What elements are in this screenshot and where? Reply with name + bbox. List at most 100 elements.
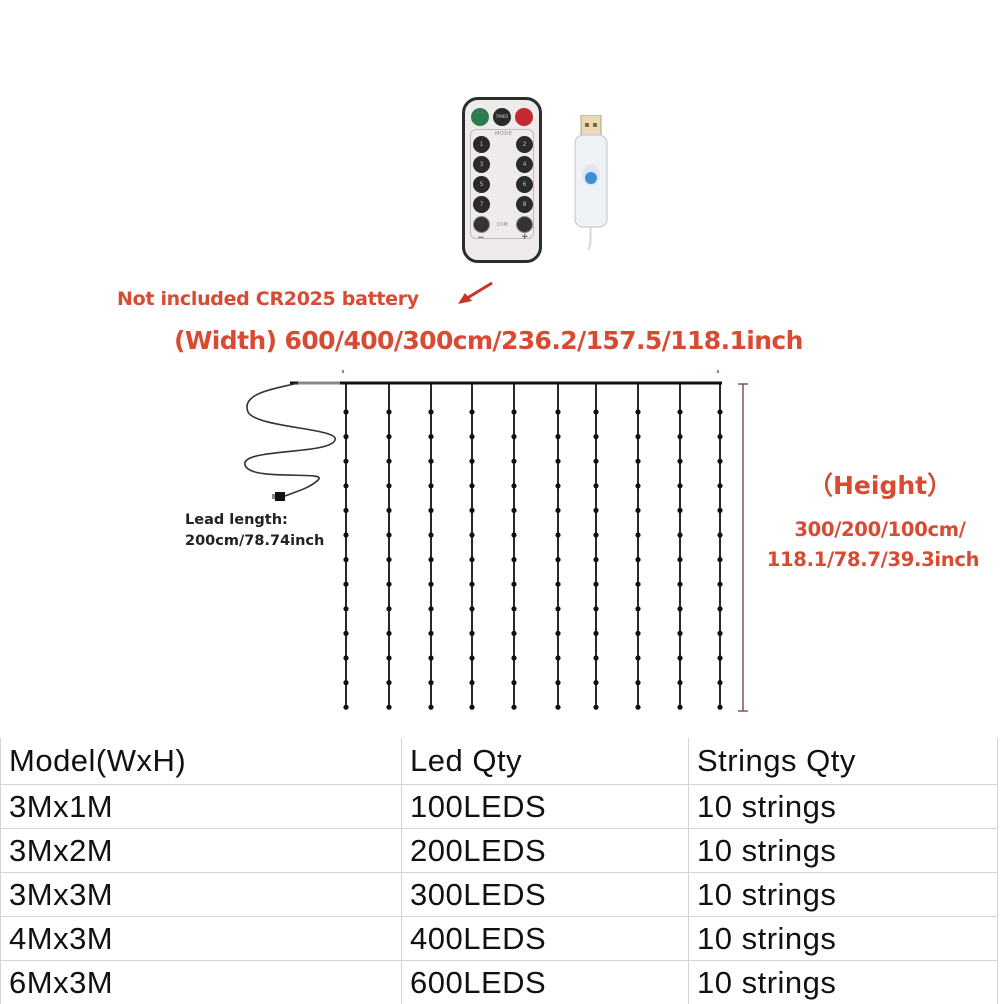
- led-string: [593, 384, 598, 710]
- led-bead-icon: [593, 655, 598, 660]
- led-bead-icon: [386, 459, 391, 464]
- led-bead-icon: [717, 434, 722, 439]
- led-string: [343, 384, 348, 710]
- lead-plug-icon: [275, 492, 285, 501]
- led-bead-icon: [717, 557, 722, 562]
- led-bead-icon: [386, 606, 391, 611]
- height-values-inch: 118.1/78.7/39.3inch: [748, 545, 998, 575]
- led-bead-icon: [469, 582, 474, 587]
- table-cell: 10 strings: [689, 961, 998, 1004]
- led-bead-icon: [677, 655, 682, 660]
- led-bead-icon: [555, 409, 560, 414]
- led-bead-icon: [593, 631, 598, 636]
- led-bead-icon: [677, 582, 682, 587]
- led-bead-icon: [469, 434, 474, 439]
- usb-button-icon: [585, 172, 597, 184]
- led-bead-icon: [717, 459, 722, 464]
- led-bead-icon: [593, 483, 598, 488]
- battery-note: Not included CR2025 battery: [117, 288, 419, 310]
- led-bead-icon: [717, 631, 722, 636]
- led-bead-icon: [386, 680, 391, 685]
- height-dimension-line: [738, 384, 748, 711]
- led-bead-icon: [343, 631, 348, 636]
- led-bead-icon: [343, 508, 348, 513]
- led-bead-icon: [343, 705, 348, 710]
- led-bead-icon: [511, 508, 516, 513]
- led-bead-icon: [469, 655, 474, 660]
- led-bead-icon: [635, 434, 640, 439]
- led-bead-icon: [593, 606, 598, 611]
- led-string: [717, 384, 722, 710]
- table-cell: 100LEDS: [402, 785, 689, 829]
- led-bead-icon: [511, 705, 516, 710]
- led-bead-icon: [635, 655, 640, 660]
- table-cell: 10 strings: [689, 785, 998, 829]
- led-bead-icon: [428, 680, 433, 685]
- table-header-cell: Led Qty: [402, 738, 689, 785]
- remote-dim-minus-icon: [473, 216, 490, 233]
- led-bead-icon: [511, 606, 516, 611]
- table-cell: 200LEDS: [402, 829, 689, 873]
- led-bead-icon: [635, 606, 640, 611]
- led-string: [511, 384, 516, 710]
- led-bead-icon: [386, 655, 391, 660]
- led-string: [469, 384, 474, 710]
- led-bead-icon: [717, 582, 722, 587]
- led-bead-icon: [635, 631, 640, 636]
- led-bead-icon: [593, 459, 598, 464]
- led-bead-icon: [511, 409, 516, 414]
- width-dimension-line: [343, 370, 718, 373]
- table-cell: 10 strings: [689, 829, 998, 873]
- lead-length-label: Lead length: 200cm/78.74inch: [185, 510, 324, 552]
- led-bead-icon: [343, 459, 348, 464]
- height-values-cm: 300/200/100cm/: [748, 515, 998, 545]
- lead-length-value: 200cm/78.74inch: [185, 531, 324, 552]
- led-bead-icon: [469, 483, 474, 488]
- table-cell: 3Mx3M: [1, 873, 402, 917]
- led-bead-icon: [635, 483, 640, 488]
- led-bead-icon: [677, 705, 682, 710]
- led-bead-icon: [343, 606, 348, 611]
- led-bead-icon: [593, 409, 598, 414]
- table-cell: 6Mx3M: [1, 961, 402, 1004]
- remote-control-image: TIMER MODE 1 2 3 4 5 6 7 8 DIM − +: [462, 97, 542, 263]
- led-bead-icon: [386, 483, 391, 488]
- led-bead-icon: [555, 459, 560, 464]
- led-bead-icon: [386, 409, 391, 414]
- led-bead-icon: [635, 508, 640, 513]
- led-bead-icon: [469, 606, 474, 611]
- led-bead-icon: [677, 459, 682, 464]
- width-label: (Width) 600/400/300cm/236.2/157.5/118.1i…: [174, 326, 803, 355]
- remote-mode-6-icon: 6: [516, 176, 533, 193]
- led-bead-icon: [555, 508, 560, 513]
- led-bead-icon: [677, 680, 682, 685]
- led-bead-icon: [428, 631, 433, 636]
- table-header-cell: Strings Qty: [689, 738, 998, 785]
- led-string: [555, 384, 560, 710]
- led-bead-icon: [593, 705, 598, 710]
- led-bead-icon: [343, 655, 348, 660]
- led-bead-icon: [635, 409, 640, 414]
- led-bead-icon: [555, 483, 560, 488]
- led-bead-icon: [343, 409, 348, 414]
- led-bead-icon: [386, 434, 391, 439]
- remote-mode-label: MODE: [495, 131, 512, 137]
- led-bead-icon: [428, 409, 433, 414]
- led-bead-icon: [717, 705, 722, 710]
- led-bead-icon: [555, 434, 560, 439]
- table-cell: 3Mx1M: [1, 785, 402, 829]
- led-bead-icon: [469, 508, 474, 513]
- remote-minus-label: −: [477, 233, 485, 243]
- remote-mode-2-icon: 2: [516, 136, 533, 153]
- led-bead-icon: [555, 655, 560, 660]
- led-bead-icon: [343, 680, 348, 685]
- table-cell: 4Mx3M: [1, 917, 402, 961]
- led-bead-icon: [635, 680, 640, 685]
- led-bead-icon: [386, 705, 391, 710]
- led-bead-icon: [386, 508, 391, 513]
- remote-plus-label: +: [521, 232, 529, 242]
- led-bead-icon: [717, 606, 722, 611]
